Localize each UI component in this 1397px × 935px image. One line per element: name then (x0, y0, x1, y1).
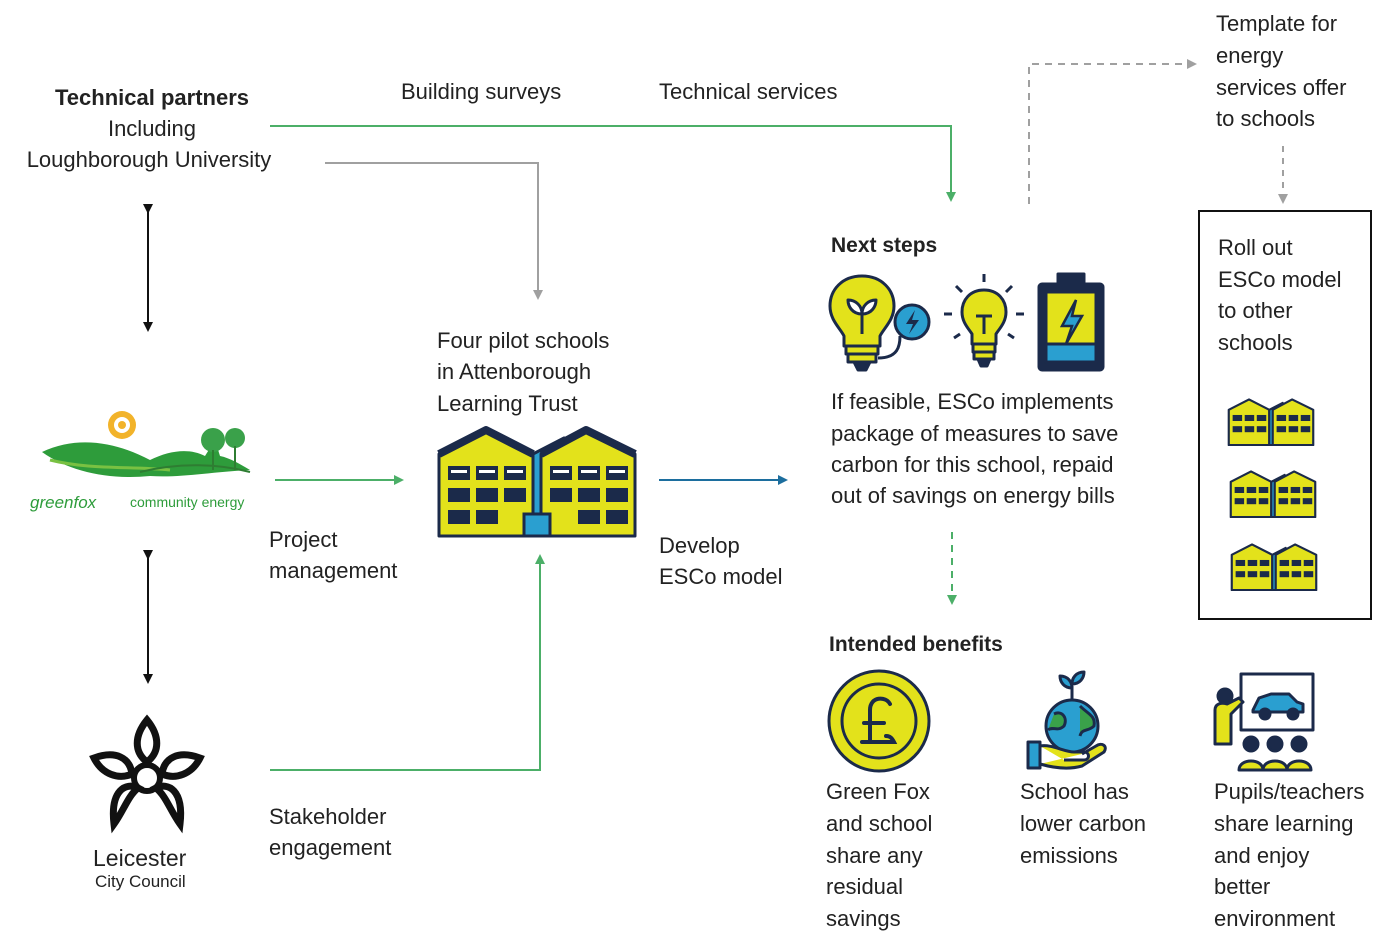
next-steps-line-3: carbon for this school, repaid (831, 452, 1114, 477)
battery-charge-icon (1037, 272, 1105, 372)
template-line-3: services offer (1216, 75, 1347, 100)
rollout-line-2: ESCo model (1218, 267, 1342, 292)
benefit-2-line-1: School has (1020, 779, 1129, 804)
building-surveys-connector (325, 162, 543, 300)
school-buildings-icon (437, 426, 637, 538)
school-buildings-icon (1227, 398, 1315, 446)
greenfox-logo-subtext: community energy (130, 494, 244, 510)
benefit-3-line-2: share learning (1214, 811, 1354, 836)
project-management-line-2: management (269, 558, 398, 583)
template-connector (1028, 59, 1197, 204)
benefit-3-line-1: Pupils/teachers (1214, 779, 1365, 804)
partners-line-1: Including (107, 116, 197, 141)
technical-services-label: Technical services (659, 79, 838, 104)
school-buildings-icon (1229, 470, 1317, 518)
leicester-rose-logo (89, 714, 205, 834)
stakeholder-engagement-connector (270, 554, 545, 771)
technical-services-connector (270, 125, 956, 202)
building-surveys-label: Building surveys (401, 79, 562, 104)
rollout-line-4: schools (1218, 330, 1293, 355)
partners-title: Technical partners (55, 85, 249, 110)
next-steps-line-2: package of measures to save (831, 421, 1119, 446)
develop-esco-line-2: ESCo model (659, 564, 783, 589)
template-line-1: Template for (1216, 11, 1338, 36)
benefit-1-line-5: savings (826, 906, 901, 931)
stakeholder-engagement-line-2: engagement (269, 835, 392, 860)
school-buildings-icon (1230, 543, 1318, 591)
benefit-1-line-4: residual (826, 874, 904, 899)
develop-esco-line-1: Develop (659, 533, 740, 558)
schools-line-1: Four pilot schools (437, 328, 610, 353)
template-line-4: to schools (1216, 106, 1316, 131)
template-line-2: energy (1216, 43, 1284, 68)
stakeholder-engagement-line-1: Stakeholder (269, 804, 387, 829)
benefit-1-line-2: and school (826, 811, 933, 836)
schools-line-3: Learning Trust (437, 391, 578, 416)
schools-line-2: in Attenborough (437, 359, 592, 384)
next-steps-line-4: out of savings on energy bills (831, 483, 1115, 508)
benefit-1-line-3: share any (826, 843, 923, 868)
benefit-3-line-4: better (1214, 874, 1271, 899)
greenfox-logo-text: greenfox (30, 493, 97, 512)
benefit-2-line-3: emissions (1020, 843, 1118, 868)
presentation-teacher-icon (1213, 672, 1315, 772)
project-management-line-1: Project (269, 527, 338, 552)
next-steps-title: Next steps (831, 234, 938, 257)
rollout-line-3: to other (1218, 298, 1293, 323)
greenfox-logo: greenfox community energy (30, 411, 251, 512)
globe-hand-plant-icon (1026, 670, 1107, 770)
benefit-3-line-3: and enjoy (1214, 843, 1310, 868)
lightbulb-idea-icon (944, 274, 1024, 368)
next-steps-line-1: If feasible, ESCo implements (831, 389, 1114, 414)
rollout-line-1: Roll out (1218, 235, 1293, 260)
leicester-sub: City Council (95, 872, 186, 891)
benefits-title: Intended benefits (829, 633, 1003, 656)
partners-line-2: Loughborough University (26, 147, 272, 172)
leicester-name: Leicester (93, 845, 187, 871)
pound-coin-icon (827, 669, 931, 773)
benefit-2-line-2: lower carbon (1020, 811, 1146, 836)
rollout-box (1198, 210, 1372, 620)
benefit-1-line-1: Green Fox (826, 779, 930, 804)
benefit-3-line-5: environment (1214, 906, 1336, 931)
lightbulb-plant-icon (828, 274, 931, 372)
